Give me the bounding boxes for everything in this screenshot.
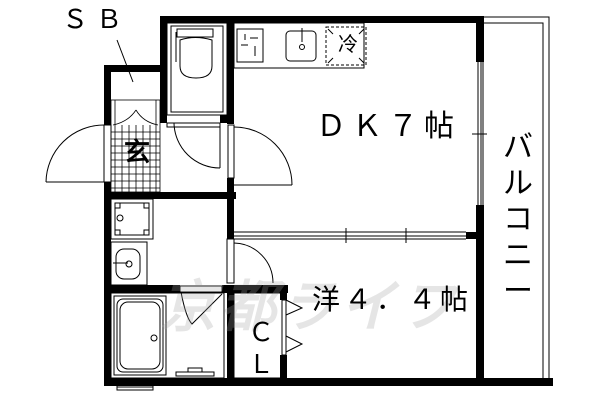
walls [104, 16, 553, 386]
kitchen-counter [233, 22, 367, 69]
windows [116, 62, 487, 391]
entrance-label: 玄 [124, 138, 151, 168]
balcony-label: バルコニー [503, 130, 533, 309]
refrigerator-label: 冷 [338, 32, 358, 56]
entrance-tiles [110, 99, 161, 193]
sb-pointer [116, 39, 134, 83]
bathtub [110, 292, 225, 379]
closet [233, 292, 283, 379]
closet-label: ＣＬ [248, 317, 275, 379]
laundry-area [110, 198, 154, 286]
toilet [166, 22, 228, 116]
doors [45, 122, 304, 356]
storage-box-label: ＳＢ [62, 4, 131, 34]
dining-kitchen-label: ＤＫ７帖 [316, 110, 460, 143]
western-room-label: 洋４．４帖 [312, 284, 473, 315]
